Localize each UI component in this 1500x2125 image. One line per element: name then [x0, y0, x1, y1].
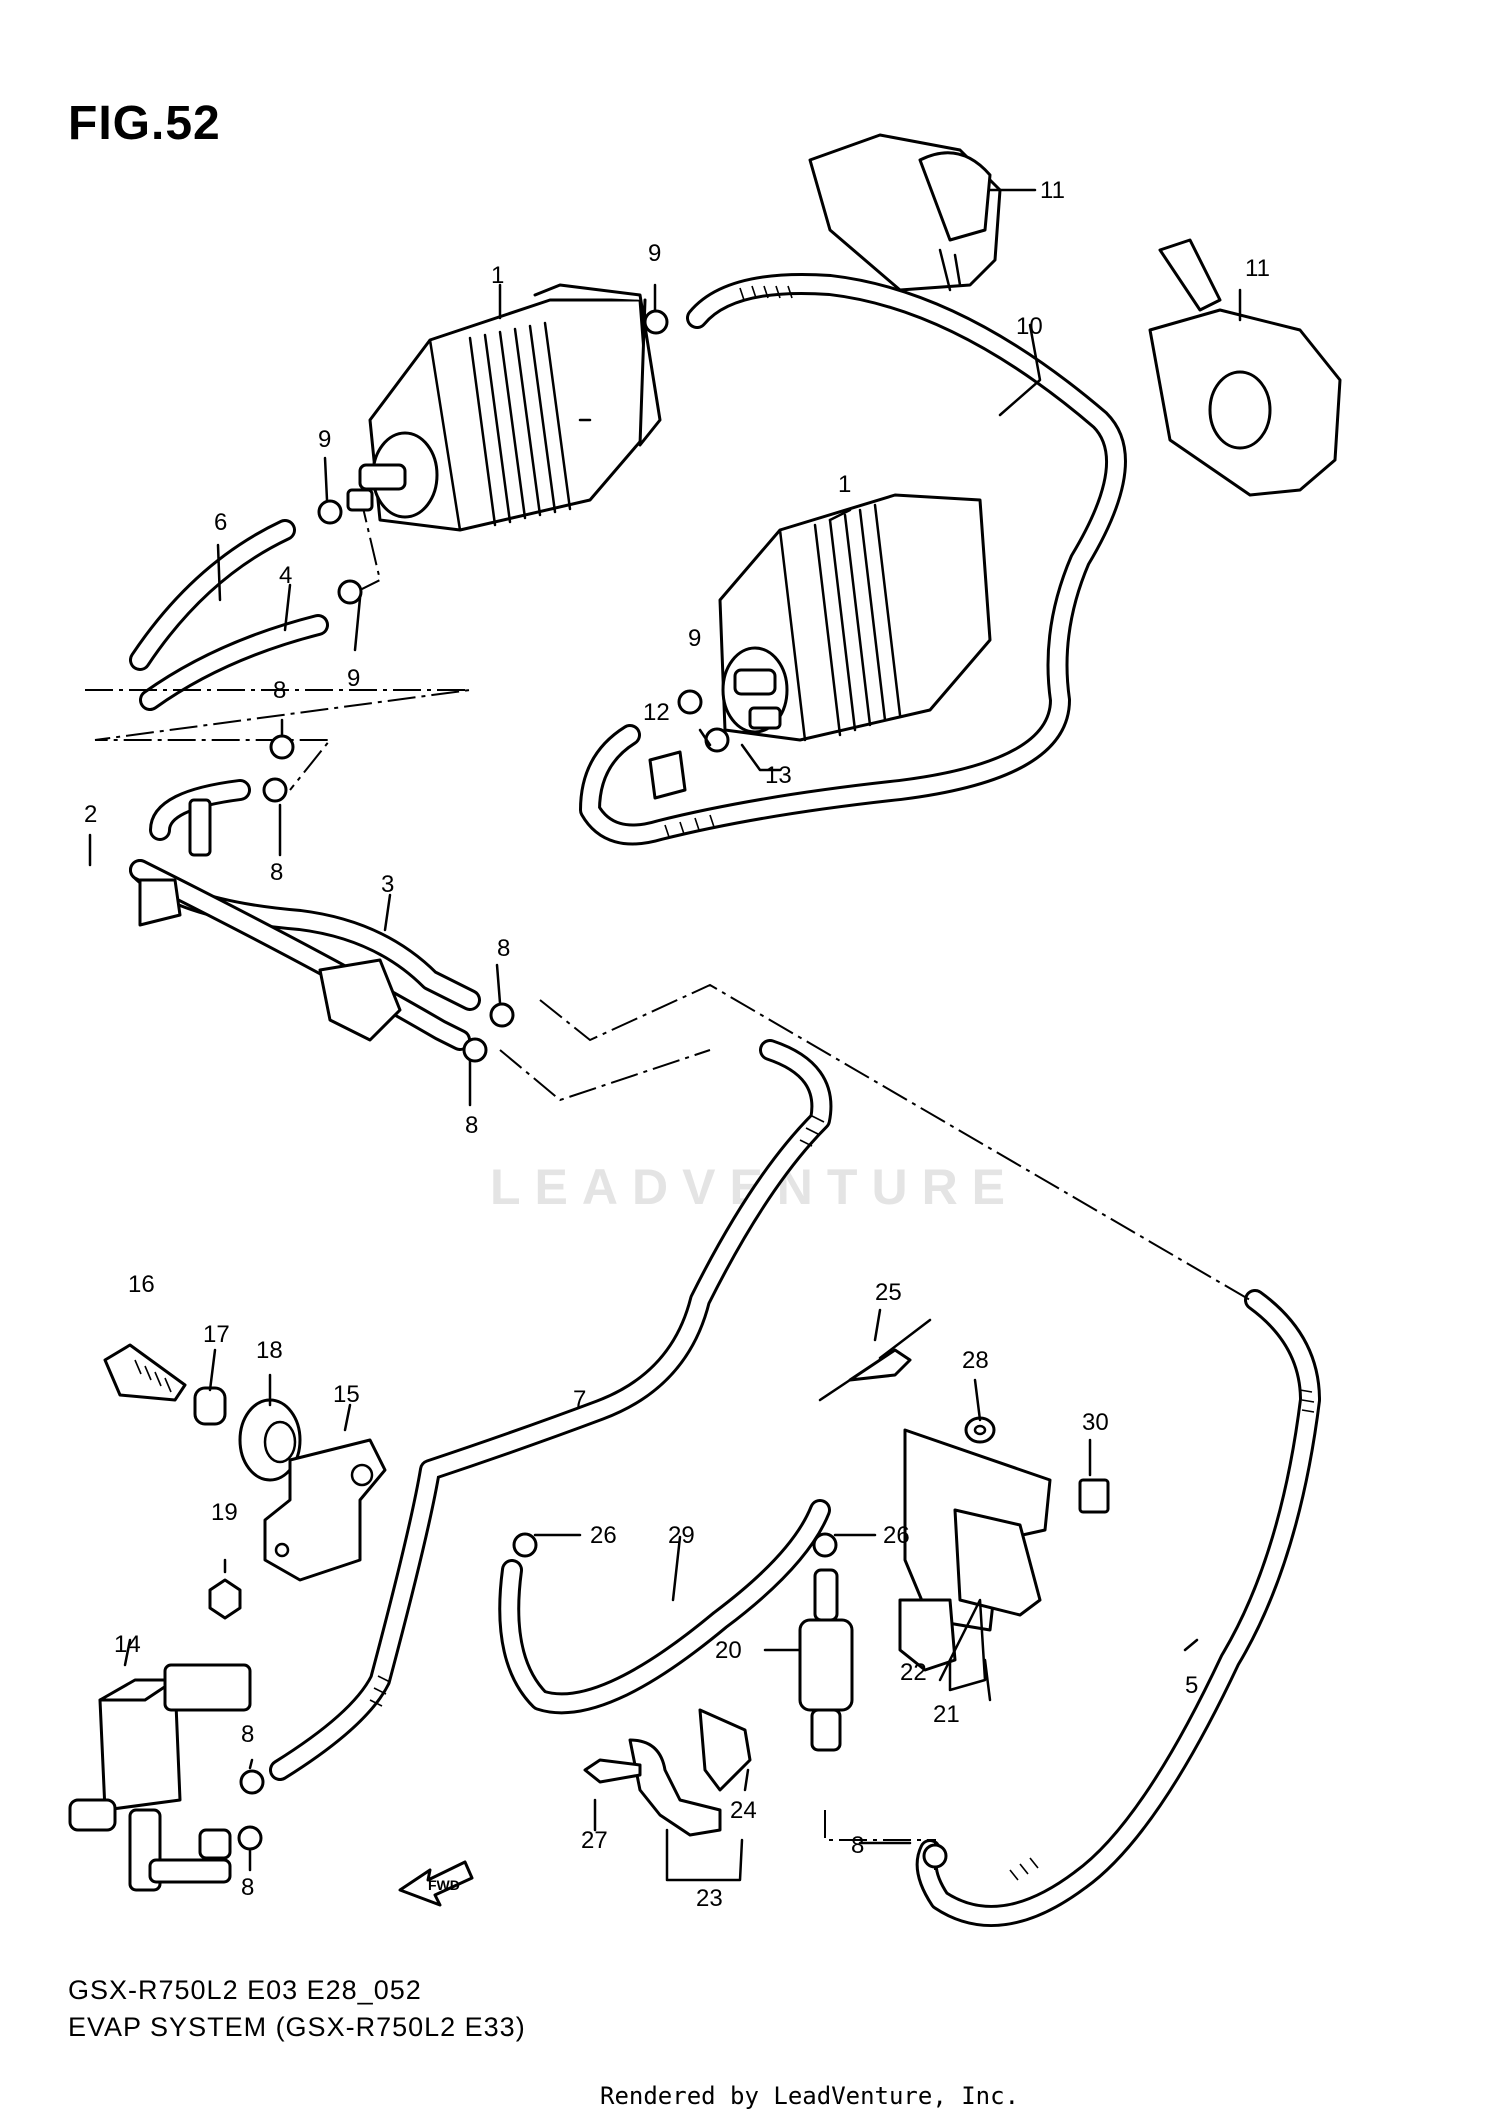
callout-9: 9 [318, 426, 331, 453]
callout-8: 8 [270, 859, 283, 886]
callout-21: 21 [933, 1701, 960, 1728]
callout-30: 30 [1082, 1409, 1109, 1436]
bracket-23 [628, 1738, 722, 1837]
callout-24: 24 [730, 1797, 757, 1824]
spacer-17 [193, 1386, 227, 1426]
valve-20 [798, 1568, 854, 1752]
cap-12 [648, 750, 687, 800]
hose-10 [579, 272, 1127, 846]
callout-20: 20 [715, 1637, 742, 1664]
callout-29: 29 [668, 1522, 695, 1549]
footer-system-name: EVAP SYSTEM (GSX-R750L2 E33) [68, 2012, 526, 2042]
callout-10: 10 [1016, 313, 1043, 340]
cushion-18 [238, 1398, 302, 1482]
hose-29 [498, 1499, 831, 1715]
callout-8: 8 [241, 1721, 254, 1748]
bracket-21 [903, 1428, 1052, 1632]
bracket-15 [263, 1438, 387, 1582]
callouts: 1 1 2 3 4 5 6 7 8 8 8 8 8 8 8 8 9 9 9 9 … [84, 177, 1270, 1912]
canister-bracket-right [1148, 238, 1342, 497]
callout-2: 2 [84, 801, 97, 828]
callout-28: 28 [962, 1347, 989, 1374]
callout-8: 8 [241, 1874, 254, 1901]
callout-8: 8 [465, 1112, 478, 1139]
callout-11: 11 [1245, 255, 1270, 282]
callout-7: 7 [573, 1386, 586, 1413]
clip-22 [898, 1598, 957, 1672]
nut-30 [1078, 1478, 1110, 1514]
hose-7 [269, 1039, 833, 1781]
canister-bracket-top [808, 133, 1002, 292]
pipe-assembly [129, 779, 481, 1051]
hose-clamps [237, 309, 948, 1869]
callout-19: 19 [211, 1499, 238, 1526]
callout-27: 27 [581, 1827, 608, 1854]
callout-leaders [88, 188, 1242, 1882]
callout-11: 11 [1040, 177, 1065, 204]
callout-4: 4 [279, 562, 292, 589]
hose-5 [915, 1289, 1321, 1927]
callout-6: 6 [214, 509, 227, 536]
clip-24 [698, 1708, 752, 1792]
callout-9: 9 [648, 240, 661, 267]
figure-title: FIG.52 [68, 97, 221, 150]
fwd-label: FWD [428, 1877, 460, 1893]
footer-model-code: GSX-R750L2 E03 E28_052 [68, 1975, 422, 2005]
solenoid-valve [68, 1663, 252, 1892]
callout-23: 23 [696, 1885, 723, 1912]
callout-9: 9 [688, 625, 701, 652]
canister-lower [718, 493, 992, 742]
fwd-arrow-icon: FWD [398, 1860, 474, 1907]
canister-upper [346, 283, 662, 532]
callout-5: 5 [1185, 1672, 1198, 1699]
callout-16: 16 [128, 1271, 155, 1298]
callout-18: 18 [256, 1337, 283, 1364]
callout-1: 1 [491, 262, 504, 289]
callout-8: 8 [851, 1832, 864, 1859]
hose-6 [129, 519, 296, 671]
render-credit: Rendered by LeadVenture, Inc. [600, 2082, 1020, 2110]
callout-26: 26 [590, 1522, 617, 1549]
callout-8: 8 [497, 935, 510, 962]
screw-27 [583, 1758, 642, 1784]
bolt-16 [103, 1343, 187, 1402]
callout-12: 12 [643, 699, 670, 726]
callout-3: 3 [381, 871, 394, 898]
nut-19 [208, 1578, 242, 1620]
washer-28 [964, 1416, 996, 1444]
callout-22: 22 [900, 1659, 927, 1686]
callout-14: 14 [114, 1631, 141, 1658]
callout-26: 26 [883, 1522, 910, 1549]
callout-15: 15 [333, 1381, 360, 1408]
callout-9: 9 [347, 665, 360, 692]
callout-1: 1 [838, 471, 851, 498]
hose-4 [139, 614, 329, 711]
rivet-25 [818, 1348, 912, 1402]
callout-25: 25 [875, 1279, 902, 1306]
callout-8: 8 [273, 677, 286, 704]
callout-17: 17 [203, 1321, 230, 1348]
callout-13: 13 [765, 762, 792, 789]
